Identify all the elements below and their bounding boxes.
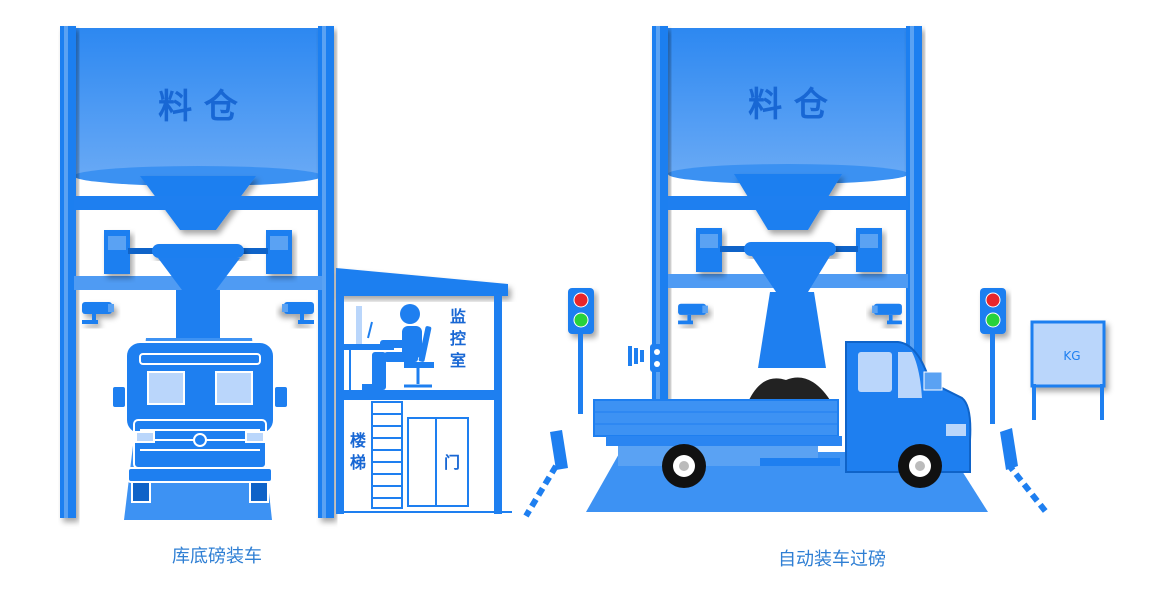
truck-cargo-bed: [593, 399, 839, 437]
right-camera-left: [678, 303, 708, 325]
control-wall-right: [494, 294, 502, 514]
stairs-char-1: 楼: [350, 431, 366, 450]
traffic-light-right-red: [985, 292, 1001, 308]
left-silo-label: 料 仓: [158, 87, 239, 127]
control-room-char-3: 室: [450, 351, 466, 370]
left-chute: [158, 258, 240, 290]
right-upper-beam: [668, 196, 908, 210]
left-chute-pipe: [176, 290, 220, 342]
barrier-gate-right: [1000, 428, 1049, 514]
material-pile: [748, 377, 830, 402]
right-truck: [593, 341, 972, 488]
control-building: 监 控 室 楼 梯 门: [336, 268, 512, 514]
right-caption: 自动装车过磅: [778, 549, 886, 570]
traffic-light-left-red: [573, 292, 589, 308]
left-camera-left: [82, 302, 114, 324]
barrier-gate-left: [523, 430, 568, 518]
traffic-light-right-green: [985, 312, 1001, 328]
right-chute: [752, 256, 830, 292]
stairs-char-2: 梯: [350, 453, 366, 472]
door-label: 门: [444, 453, 460, 472]
left-station: 料 仓: [60, 26, 512, 520]
left-upper-beam: [74, 196, 322, 210]
traffic-light-right: [980, 288, 1006, 424]
traffic-light-left: [568, 288, 594, 414]
right-silo-body: [668, 28, 908, 174]
left-caption: 库底磅装车: [172, 546, 262, 567]
scale-display-text: KG: [1063, 349, 1080, 363]
traffic-light-left-green: [573, 312, 589, 328]
truck-window: [858, 352, 892, 392]
rfid-reader-icon: [628, 344, 664, 372]
control-door: [407, 417, 469, 507]
left-truck: [111, 341, 289, 503]
scale-display-board: KG: [1030, 320, 1106, 420]
control-wall-left: [336, 294, 344, 514]
monitor-desk: [344, 344, 394, 350]
right-camera-right: [872, 303, 902, 325]
control-roof: [336, 268, 508, 296]
right-station: 料 仓: [523, 26, 1106, 518]
control-room-char-1: 监: [450, 307, 466, 326]
operator-figure: [362, 304, 434, 390]
left-silo-body: [74, 28, 322, 176]
monitor-screen: [356, 306, 362, 344]
control-floor: [336, 390, 502, 400]
left-camera-right: [282, 302, 314, 324]
right-chute-pipe: [758, 292, 826, 368]
right-silo-label: 料 仓: [748, 85, 829, 125]
stairs: [371, 401, 403, 509]
control-room-char-2: 控: [450, 329, 466, 348]
